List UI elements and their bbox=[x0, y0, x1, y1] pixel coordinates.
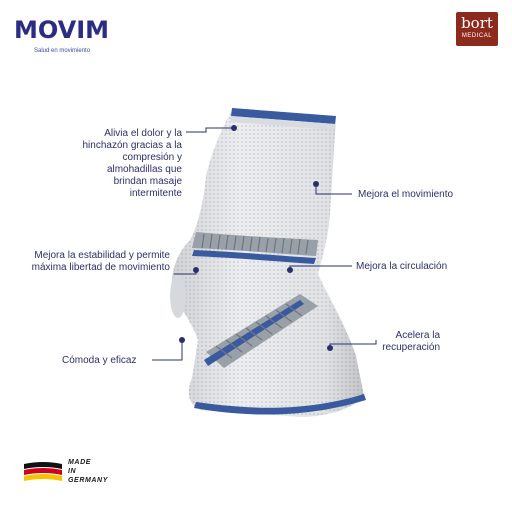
callout-dot-pain-relief bbox=[231, 125, 237, 131]
callout-movement: Mejora el movimiento bbox=[358, 189, 454, 200]
movim-tagline: Salud en movimiento bbox=[34, 48, 91, 54]
callout-dot-comfort bbox=[179, 337, 185, 343]
callout-stability: Mejora la estabilidad y permite máxima l… bbox=[31, 250, 170, 273]
made-in-germany-badge: MADE IN GERMANY bbox=[24, 458, 144, 488]
bort-wordmark: bort bbox=[461, 14, 493, 32]
germany-line: GERMANY bbox=[68, 477, 108, 484]
brace-top-cuff bbox=[231, 108, 336, 124]
made-in-germany-text: MADE IN GERMANY bbox=[68, 458, 108, 485]
movim-wordmark: MOVIM bbox=[14, 16, 110, 44]
callout-dot-movement bbox=[313, 181, 319, 187]
bort-medical-logo: bort MEDICAL bbox=[456, 12, 498, 46]
callout-recovery: Acelera la recuperación bbox=[382, 330, 440, 353]
bort-subtitle: MEDICAL bbox=[461, 33, 493, 39]
brace-middle-band bbox=[192, 232, 318, 256]
callout-comfort: Cómoda y eficaz bbox=[62, 355, 137, 366]
brace-bottom-edge bbox=[194, 394, 366, 415]
callout-dot-stability bbox=[193, 267, 199, 273]
callout-pain-relief: Alivia el dolor y la hinchazón gracias a… bbox=[82, 128, 182, 199]
callout-circulation: Mejora la circulación bbox=[356, 261, 448, 272]
germany-flag-icon bbox=[24, 462, 62, 481]
callout-dot-circulation bbox=[287, 267, 293, 273]
movim-logo: MOVIM Salud en movimiento bbox=[14, 14, 114, 60]
made-line: MADE bbox=[68, 459, 92, 466]
callout-dot-recovery bbox=[327, 345, 333, 351]
in-line: IN bbox=[68, 468, 77, 475]
